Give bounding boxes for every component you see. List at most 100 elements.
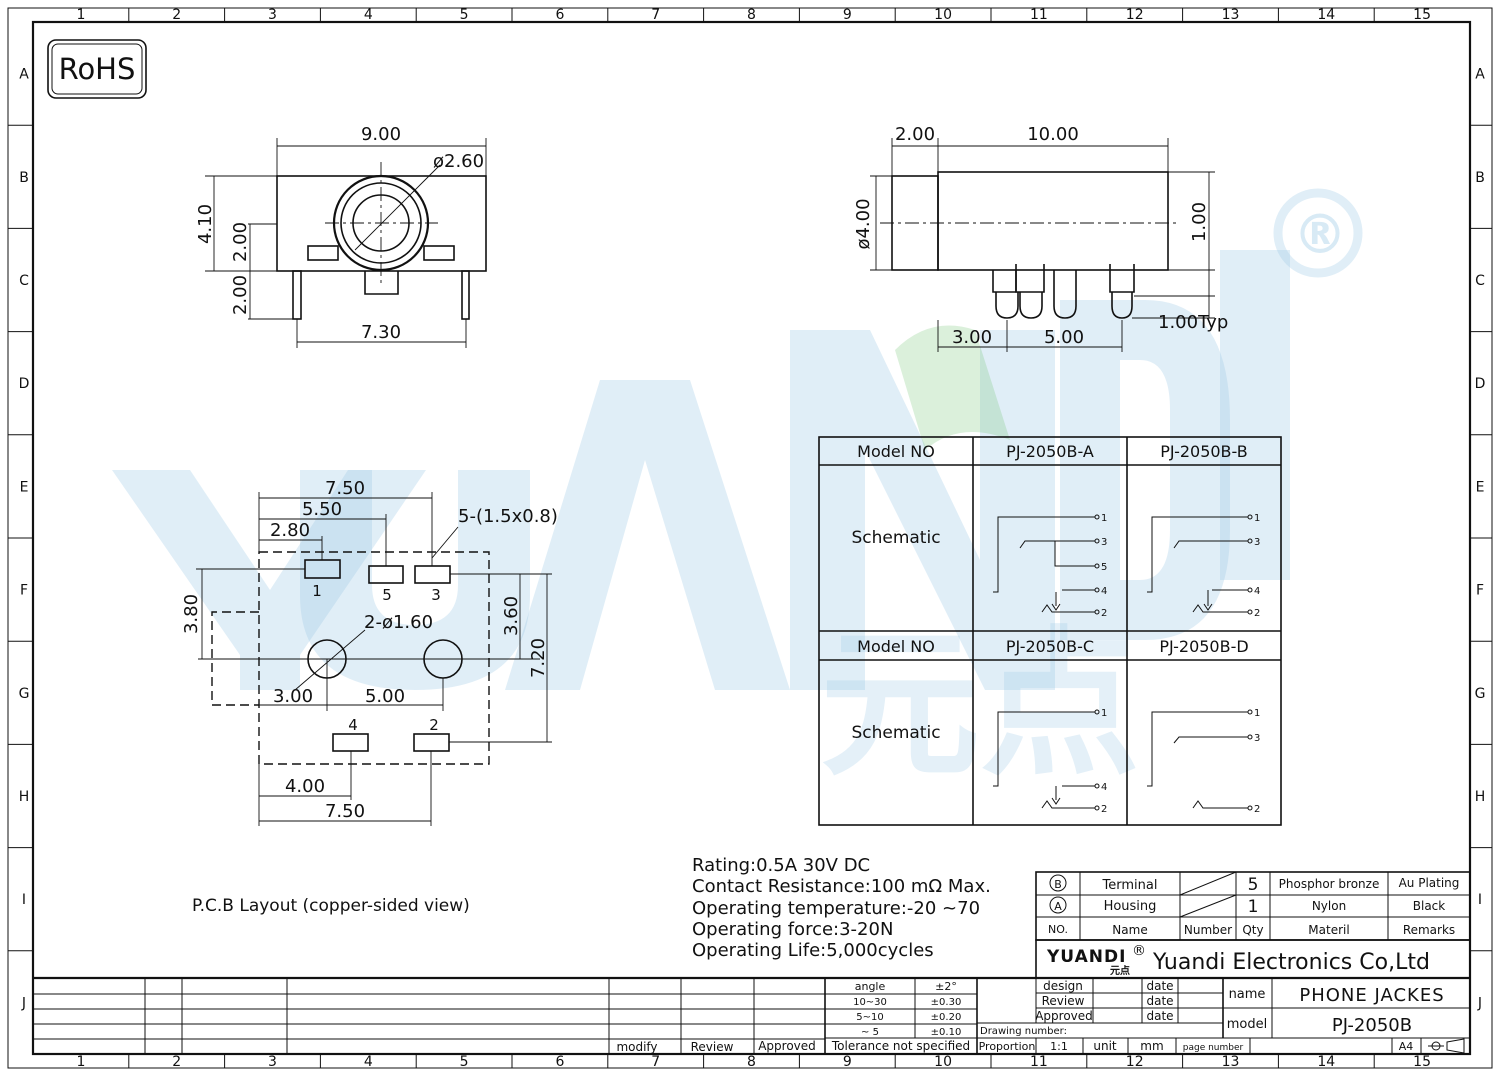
model-a: PJ-2050B-A [1006, 442, 1094, 461]
zone-col-bottom-5: 5 [460, 1054, 469, 1070]
schematic-a-pin1: 1 [1101, 513, 1107, 524]
zone-col-top-10: 10 [934, 7, 952, 23]
tol-lt5: ~ 5 [861, 1027, 879, 1038]
model-no-label-top: Model NO [857, 442, 935, 461]
dim-280: 2.80 [270, 520, 310, 541]
zone-row-left-D: D [19, 376, 30, 392]
zone-row-right-A: A [1475, 67, 1485, 83]
schematic-label-top: Schematic [851, 528, 940, 548]
scale-value: 1:1 [1050, 1040, 1068, 1053]
review-date-label: date [1146, 994, 1173, 1008]
zone-row-right-C: C [1475, 273, 1485, 289]
zone-row-right-B: B [1475, 170, 1485, 186]
rohs-badge: RoHS [47, 39, 147, 99]
zone-col-top-5: 5 [460, 7, 469, 23]
model-label: model [1227, 1017, 1267, 1032]
schematic-b: 1 3 4 2 [1147, 513, 1260, 619]
page-number-label: page number [1183, 1043, 1244, 1053]
dim-720: 7.20 [528, 638, 549, 678]
dim-360: 3.60 [501, 596, 522, 636]
schematic-c-pin1: 1 [1101, 708, 1107, 719]
bom-material-housing: Nylon [1312, 899, 1346, 913]
dim-p1: 3.00 [952, 327, 992, 348]
dim-height: 4.10 [195, 204, 216, 244]
pad-3-label: 3 [431, 586, 441, 604]
model-d: PJ-2050B-D [1159, 637, 1248, 656]
bom-name-housing: Housing [1104, 899, 1157, 914]
review-label: Review [1042, 994, 1085, 1008]
schematic-a-pin3: 3 [1101, 537, 1107, 548]
logo-sub: 元点 [1110, 964, 1130, 977]
zone-col-top-14: 14 [1317, 7, 1335, 23]
schematic-b-pin2: 2 [1254, 608, 1260, 619]
unit-value: mm [1140, 1039, 1163, 1053]
title-block: YUANDI 元点 ® Yuandi Electronics Co,Ltd mo… [33, 939, 1471, 1054]
zone-col-bottom-3: 3 [268, 1054, 277, 1070]
schematic-b-pin3: 3 [1254, 537, 1260, 548]
tol-lt5-value: ±0.10 [931, 1027, 962, 1038]
approved-date-label: date [1146, 1009, 1173, 1023]
zone-row-right-J: J [1477, 995, 1482, 1011]
zone-col-top-9: 9 [843, 7, 852, 23]
sheet-border: 1122334455667788991010111112121313141415… [7, 7, 1493, 1070]
zone-col-top-6: 6 [555, 7, 564, 23]
zone-row-left-A: A [19, 67, 29, 83]
zone-col-bottom-9: 9 [843, 1054, 852, 1070]
bom-material-terminal: Phosphor bronze [1279, 877, 1380, 891]
schematic-d-pin3: 3 [1254, 733, 1260, 744]
pad-4-label: 4 [348, 716, 358, 734]
zone-col-bottom-6: 6 [555, 1054, 564, 1070]
zone-col-bottom-12: 12 [1126, 1054, 1144, 1070]
dim-top: 1.00 [1189, 202, 1210, 242]
specifications: Rating:0.5A 30V DC Contact Resistance:10… [692, 855, 991, 961]
zone-col-bottom-11: 11 [1030, 1054, 1048, 1070]
pad-5-label: 5 [382, 586, 392, 604]
dim-holes: 2-ø1.60 [364, 612, 433, 633]
spec-force: Operating force:3-20N [692, 919, 893, 940]
dim-width: 9.00 [361, 124, 401, 145]
tol-angle: angle [855, 980, 886, 993]
schematic-b-pin4: 4 [1254, 586, 1260, 597]
dim-hole: ø2.60 [433, 151, 484, 172]
bom-qty-terminal: 5 [1248, 875, 1259, 895]
zone-row-right-I: I [1478, 892, 1482, 908]
schematic-c-pin2: 2 [1101, 804, 1107, 815]
zone-row-left-J: J [21, 995, 26, 1011]
schematic-b-pin1: 1 [1254, 513, 1260, 524]
spec-contact-resistance: Contact Resistance:100 mΩ Max. [692, 876, 991, 897]
tol-10-30: 10~30 [853, 997, 887, 1008]
design-label: design [1043, 979, 1083, 993]
pad-1-label: 1 [312, 582, 322, 600]
front-view: 9.00 ø2.60 4.10 2.00 2.00 7.30 [195, 124, 487, 348]
sheet-size: A4 [1399, 1040, 1414, 1053]
zone-col-top-2: 2 [172, 7, 181, 23]
pad-2-label: 2 [429, 716, 439, 734]
zone-col-top-15: 15 [1413, 7, 1431, 23]
logo-reg: ® [1132, 943, 1146, 959]
zone-col-bottom-4: 4 [364, 1054, 373, 1070]
bom-no-a: A [1054, 900, 1062, 913]
zone-row-right-G: G [1475, 686, 1486, 702]
zone-col-bottom-13: 13 [1222, 1054, 1240, 1070]
tol-footer: Tolerance not specified [831, 1039, 970, 1053]
approved-label: Approved [1035, 1009, 1093, 1023]
dim-400: 4.00 [285, 776, 325, 797]
zone-col-bottom-8: 8 [747, 1054, 756, 1070]
bom-qty-housing: 1 [1248, 897, 1259, 917]
spec-life: Operating Life:5,000cycles [692, 940, 934, 961]
zone-col-bottom-7: 7 [651, 1054, 660, 1070]
part-name: PHONE JACKES [1299, 985, 1444, 1006]
spec-rating: Rating:0.5A 30V DC [692, 855, 870, 876]
dim-pin-span: 7.30 [361, 322, 401, 343]
zone-col-top-4: 4 [364, 7, 373, 23]
model-c: PJ-2050B-C [1006, 637, 1094, 656]
pcb-caption: P.C.B Layout (copper-sided view) [192, 896, 470, 916]
zone-row-right-H: H [1475, 789, 1486, 805]
schematic-c-pin4: 4 [1101, 782, 1107, 793]
dim-750b: 7.50 [325, 801, 365, 822]
rev-modify: modify [616, 1040, 657, 1054]
zone-col-top-13: 13 [1222, 7, 1240, 23]
part-model: PJ-2050B [1332, 1015, 1412, 1036]
zone-col-top-3: 3 [268, 7, 277, 23]
schematic-a-pin2: 2 [1101, 608, 1107, 619]
